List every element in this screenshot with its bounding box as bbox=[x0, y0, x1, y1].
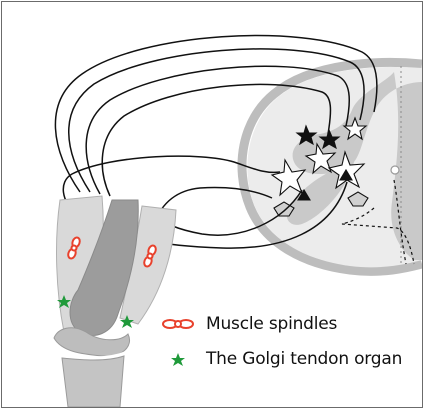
legend-label: The Golgi tendon organ bbox=[206, 349, 402, 369]
central-canal bbox=[391, 166, 399, 174]
limb bbox=[54, 196, 176, 407]
muscle-spindle-icon bbox=[160, 313, 204, 335]
diagram-frame: Muscle spindles The Golgi tendon organ bbox=[1, 1, 423, 408]
golgi-tendon-organ-icon bbox=[160, 348, 204, 370]
reflex-arc-diagram bbox=[2, 2, 422, 407]
legend-item-golgi-tendon-organ: The Golgi tendon organ bbox=[160, 348, 402, 370]
bone-tibia bbox=[62, 356, 124, 407]
legend-item-muscle-spindles: Muscle spindles bbox=[160, 313, 337, 335]
legend-label: Muscle spindles bbox=[206, 314, 337, 334]
